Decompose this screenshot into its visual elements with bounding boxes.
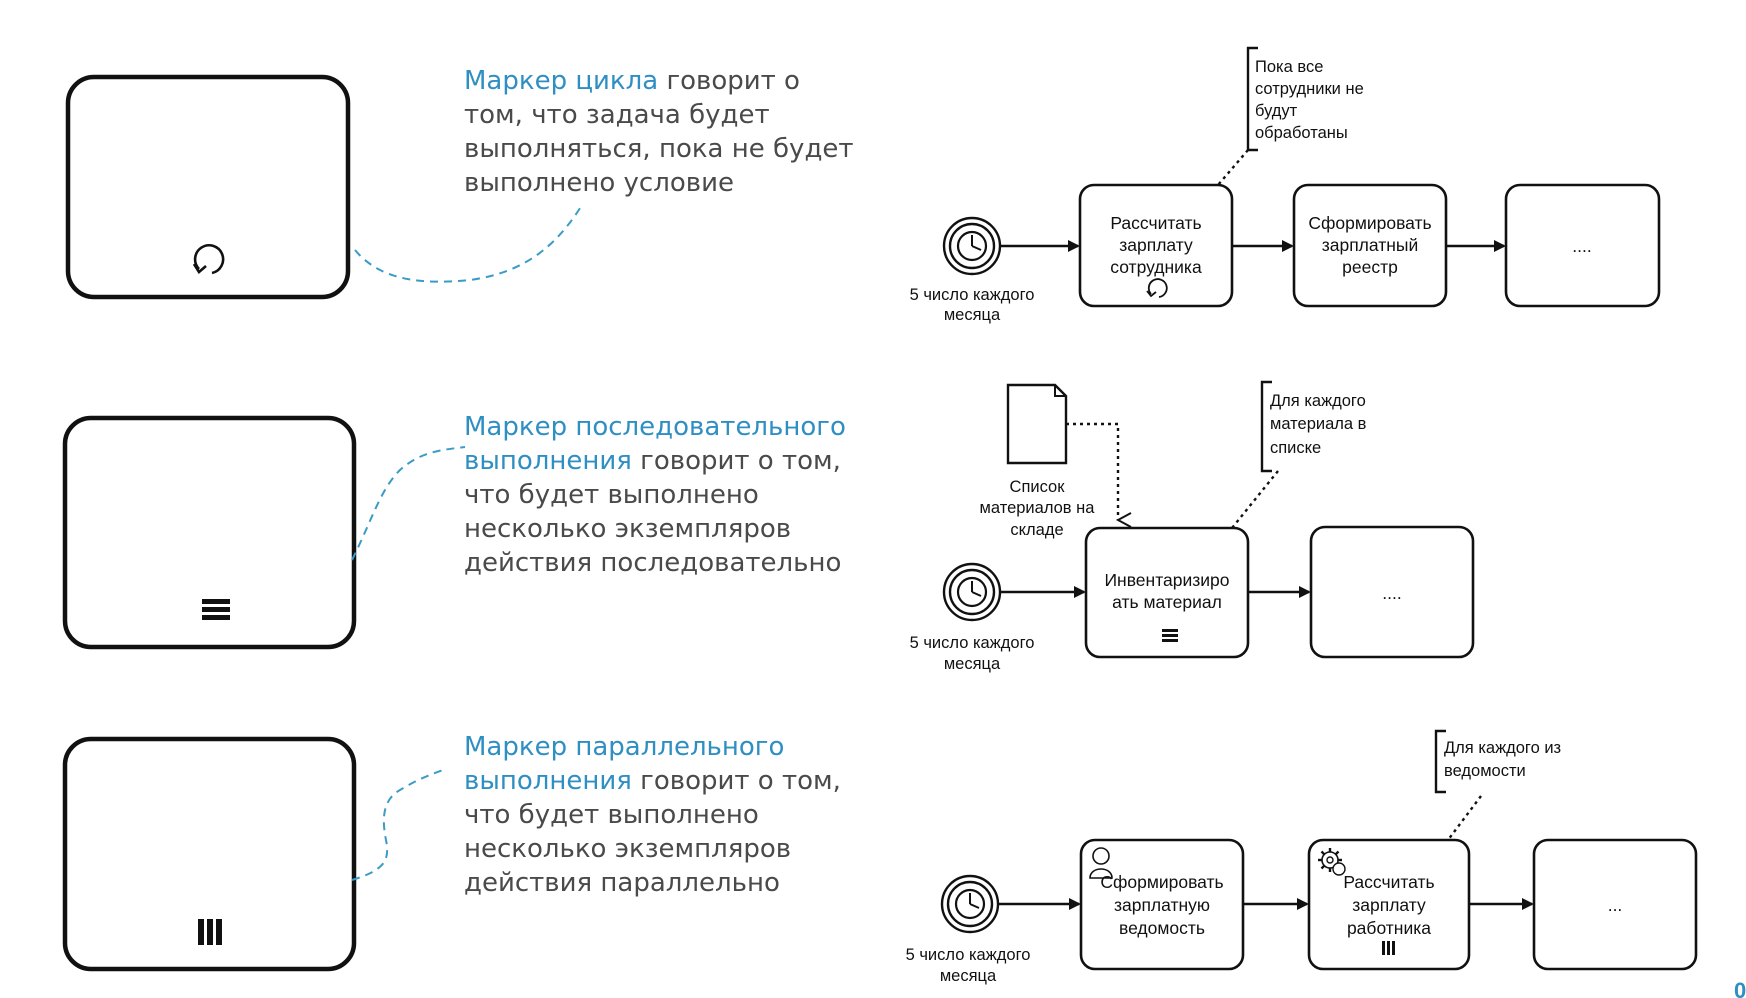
description-parallel-line-4: несколько экземпляров [464, 834, 791, 864]
description-parallel-line-2: выполнения говорит о том, [464, 766, 841, 796]
annotation-line: Для каждого [1270, 392, 1366, 410]
diagram-parallel: 5 число каждого месяца Сформировать зарп… [906, 729, 1698, 985]
timer-start-event [942, 216, 1002, 276]
connector-parallel [351, 769, 444, 881]
connector-loop [354, 204, 583, 283]
task-label-line: Сформировать [1308, 213, 1431, 233]
parallel-marker-icon [198, 919, 222, 945]
task-label-line: Сформировать [1100, 872, 1223, 892]
loop-icon [192, 244, 225, 275]
task-ellipsis [1504, 183, 1661, 308]
event-label-line-2: месяца [944, 306, 1001, 324]
association [1231, 470, 1279, 529]
parallel-task-shape [62, 736, 357, 972]
description-loop: Маркер цикла говорит о том, что задача б… [464, 66, 854, 198]
task-label-line: зарплатный [1322, 235, 1419, 255]
data-object [1006, 383, 1068, 465]
annotation-line: Для каждого из [1444, 739, 1561, 757]
task-label-line: ... [1608, 895, 1623, 915]
data-object-label-line: материалов на [980, 499, 1096, 517]
task-label-line: зарплату [1119, 235, 1193, 255]
description-sequential: Маркер последовательного выполнения гово… [464, 412, 846, 578]
task-label-line: ать материал [1112, 592, 1222, 612]
timer-start-event [942, 562, 1002, 622]
annotation-line: ведомости [1444, 762, 1526, 780]
task-label-line: работника [1347, 918, 1431, 938]
annotation-line: Пока все [1255, 58, 1323, 76]
annotation-bracket [1246, 46, 1258, 152]
description-parallel: Маркер параллельного выполнения говорит … [464, 732, 841, 898]
annotation-line: сотрудники не [1255, 80, 1364, 98]
description-loop-line-3: выполняться, пока не будет [464, 134, 854, 164]
user-task-icon [1089, 847, 1113, 879]
task-label-line: Инвентаризиро [1104, 570, 1229, 590]
diagram-sequential: Список материалов на складе 5 число кажд… [910, 380, 1475, 673]
description-loop-line-4: выполнено условие [464, 168, 734, 198]
task-label-line: .... [1382, 583, 1401, 603]
task-ellipsis [1309, 525, 1475, 659]
loop-marker-example [65, 74, 351, 300]
data-association [1066, 422, 1118, 520]
data-object-label-line: Список [1010, 478, 1066, 496]
description-parallel-line-1: Маркер параллельного [464, 732, 784, 762]
task-label-line: Рассчитать [1110, 213, 1201, 233]
annotation-bracket [1260, 380, 1272, 473]
service-task-gear-icon [1318, 848, 1346, 876]
annotation-line: будут [1255, 102, 1298, 120]
task-label-line: зарплатную [1114, 895, 1210, 915]
description-loop-line-1: Маркер цикла говорит о [464, 66, 800, 96]
task-label-line: .... [1572, 236, 1591, 256]
sequential-task-shape [62, 415, 357, 650]
event-label-line-2: месяца [940, 967, 997, 985]
sequential-marker-icon [202, 599, 230, 620]
description-loop-line-2: том, что задача будет [464, 100, 770, 130]
description-parallel-line-3: что будет выполнено [464, 800, 759, 830]
task-label-line: зарплату [1352, 895, 1426, 915]
sequential-marker-example [62, 415, 357, 650]
task-label-line: сотрудника [1110, 257, 1202, 277]
task-label-line: ведомость [1119, 918, 1205, 938]
annotation-line: обработаны [1255, 124, 1348, 142]
page-number: 0 [1734, 978, 1746, 998]
event-label-line-1: 5 число каждого [910, 634, 1035, 652]
annotation-line: списке [1270, 439, 1321, 457]
task-label-line: реестр [1342, 257, 1398, 277]
task-label-line: Рассчитать [1343, 872, 1434, 892]
description-sequential-line-2: выполнения говорит о том, [464, 446, 841, 476]
sequential-marker-icon [1162, 629, 1178, 642]
parallel-marker-icon [1382, 941, 1395, 955]
description-sequential-line-3: что будет выполнено [464, 480, 759, 510]
loop-icon [1146, 278, 1168, 298]
description-sequential-line-4: несколько экземпляров [464, 514, 791, 544]
parallel-marker-example [62, 736, 357, 972]
association [1447, 795, 1482, 841]
event-label-line-2: месяца [944, 655, 1001, 673]
description-parallel-line-5: действия параллельно [464, 868, 780, 898]
event-label-line-1: 5 число каждого [910, 286, 1035, 304]
diagram-loop: 5 число каждого месяца Рассчитать зарпла… [910, 46, 1661, 324]
association [1217, 149, 1249, 186]
event-label-line-1: 5 число каждого [906, 946, 1031, 964]
connector-sequential [351, 446, 466, 561]
description-sequential-line-5: действия последовательно [464, 548, 841, 578]
loop-task-shape [65, 74, 351, 300]
timer-start-event [940, 874, 1000, 934]
annotation-line: материала в [1270, 415, 1367, 433]
task-ellipsis [1532, 838, 1698, 971]
annotation-bracket [1434, 729, 1446, 794]
description-sequential-line-1: Маркер последовательного [464, 412, 846, 442]
data-object-label-line: складе [1010, 521, 1063, 539]
